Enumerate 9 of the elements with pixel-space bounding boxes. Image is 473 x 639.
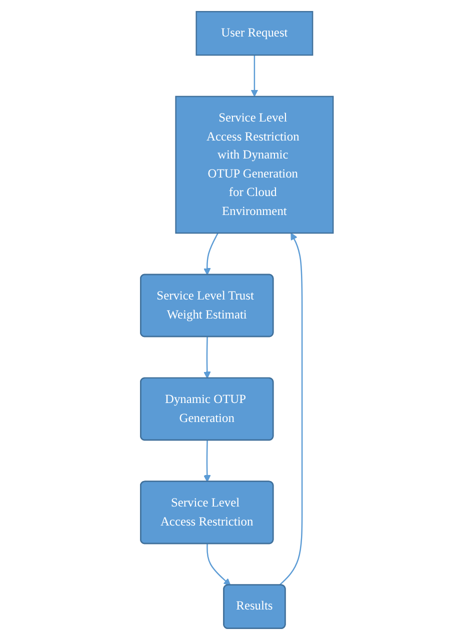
node-box [195,10,313,56]
arrow [203,336,210,378]
arrow [250,54,258,96]
arrow [203,440,210,482]
arrow [203,232,218,275]
arrow [206,543,230,586]
arrow [278,232,302,586]
flowchart-drawing: User Request Service Level Access Restriction with Dynamic OTUP Generation for Cloud Environment Service Level Trust Weight Estimati Dynamic OTUP Generation Service Level Access Restriction Results [134,4,340,634]
node-box [174,95,334,234]
